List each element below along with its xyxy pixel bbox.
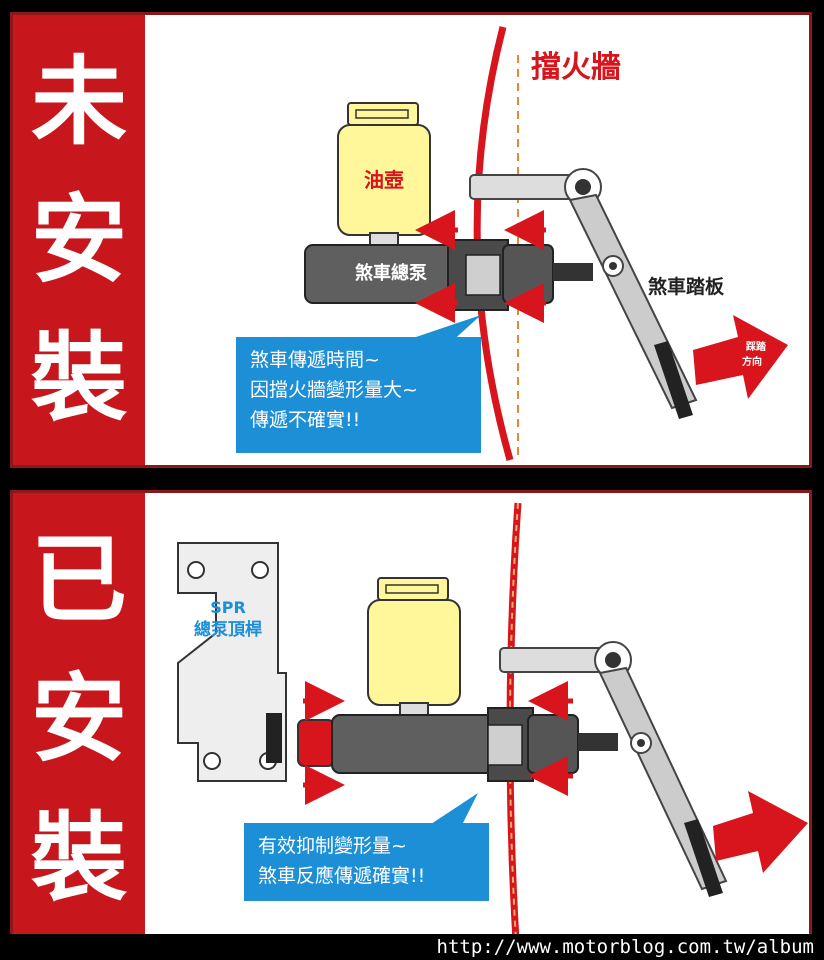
- press-direction-arrow: 踩踏 方向: [693, 315, 788, 399]
- reservoir-label: 油壺: [364, 168, 404, 192]
- side-char: 裝: [31, 801, 127, 914]
- side-char: 安: [31, 662, 127, 775]
- brake-diagram-top: 擋火牆 油壺 煞車總泵: [304, 26, 788, 461]
- press-direction-label-2: 方向: [742, 355, 762, 368]
- callout-line: 煞車傳遞時間~: [250, 349, 380, 371]
- callout-line: 因擋火牆變形量大~: [250, 379, 418, 401]
- spr-bracket-label: 總泵頂桿: [194, 619, 262, 640]
- callout-line: 傳遞不確實!!: [250, 409, 361, 431]
- press-direction-arrow: [713, 791, 808, 873]
- watermark-footer: http://www.motorblog.com.tw/album: [0, 934, 824, 960]
- side-char: 安: [31, 184, 127, 296]
- callout-not-installed: 煞車傳遞時間~ 因擋火牆變形量大~ 傳遞不確實!!: [236, 337, 481, 453]
- side-char: 裝: [31, 322, 127, 434]
- spr-label: SPR: [210, 598, 246, 617]
- side-char: 已: [31, 524, 127, 637]
- brake-pedal-assembly: [469, 168, 698, 419]
- pedal-label: 煞車踏板: [648, 275, 725, 298]
- panel-not-installed: 未 安 裝 擋火牆 油壺: [10, 12, 812, 468]
- firewall-label: 擋火牆: [531, 50, 621, 85]
- side-banner-not-installed: 未 安 裝: [13, 15, 145, 465]
- spr-bracket: [177, 542, 287, 782]
- callout-line: 有效抑制變形量~: [258, 835, 407, 857]
- brake-pedal-assembly: [499, 641, 728, 897]
- side-banner-installed: 已 安 裝: [13, 493, 145, 945]
- side-char: 未: [31, 46, 127, 158]
- panel-installed: 已 安 裝 SPR 總泵頂桿: [10, 490, 812, 948]
- diagram-stage-top: 擋火牆 油壺 煞車總泵: [148, 15, 809, 465]
- reservoir: [367, 577, 461, 718]
- master-cylinder-label: 煞車總泵: [355, 262, 427, 284]
- footer-url: http://www.motorblog.com.tw/album: [436, 936, 815, 958]
- reservoir: [337, 102, 431, 248]
- callout-line: 煞車反應傳遞確實!!: [258, 865, 426, 887]
- diagram-stage-bottom: SPR 總泵頂桿: [148, 493, 809, 945]
- brake-diagram-bottom: SPR 總泵頂桿: [177, 502, 808, 942]
- press-direction-label-1: 踩踏: [746, 340, 767, 353]
- callout-installed: 有效抑制變形量~ 煞車反應傳遞確實!!: [244, 823, 489, 901]
- master-cylinder: [304, 239, 593, 311]
- master-cylinder: [297, 707, 618, 782]
